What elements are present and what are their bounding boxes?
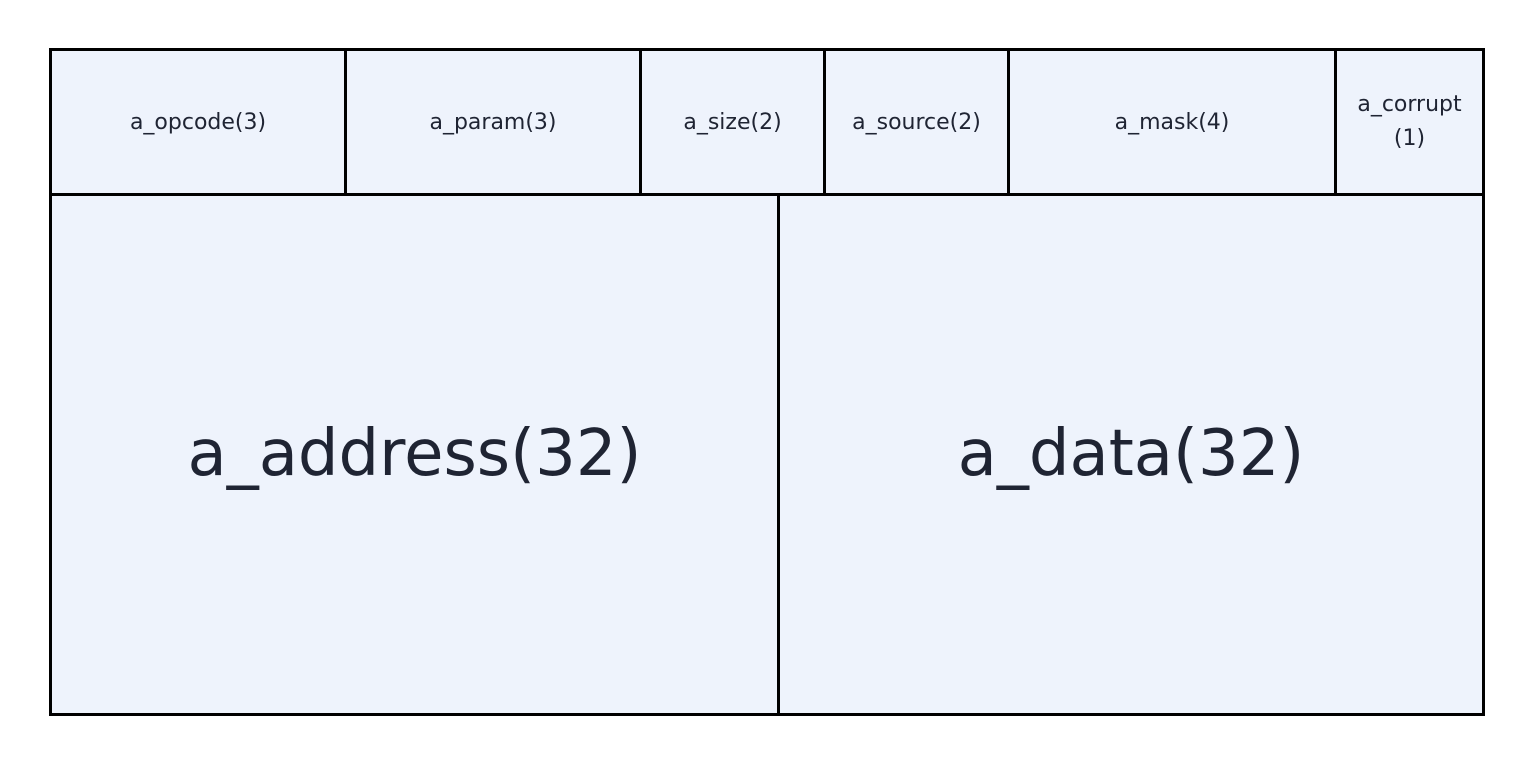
field-a-corrupt: a_corrupt(1)	[1334, 48, 1485, 196]
field-label-a-size: a_size(2)	[683, 109, 782, 135]
field-a-data: a_data(32)	[777, 193, 1485, 716]
field-label-a-param: a_param(3)	[429, 109, 557, 135]
field-label-a-opcode: a_opcode(3)	[129, 109, 267, 135]
packet-field-diagram: a_opcode(3) a_param(3) a_size(2) a_sourc…	[49, 48, 1485, 716]
field-label-a-corrupt: a_corrupt(1)	[1357, 91, 1462, 151]
field-a-opcode: a_opcode(3)	[49, 48, 347, 196]
field-a-mask: a_mask(4)	[1007, 48, 1337, 196]
field-label-a-data: a_data(32)	[957, 417, 1305, 492]
field-a-param: a_param(3)	[344, 48, 642, 196]
field-label-a-address: a_address(32)	[187, 417, 642, 492]
field-label-a-source: a_source(2)	[852, 109, 981, 135]
field-a-source: a_source(2)	[823, 48, 1010, 196]
field-label-a-mask: a_mask(4)	[1114, 109, 1230, 135]
field-a-size: a_size(2)	[639, 48, 826, 196]
field-a-address: a_address(32)	[49, 193, 780, 716]
